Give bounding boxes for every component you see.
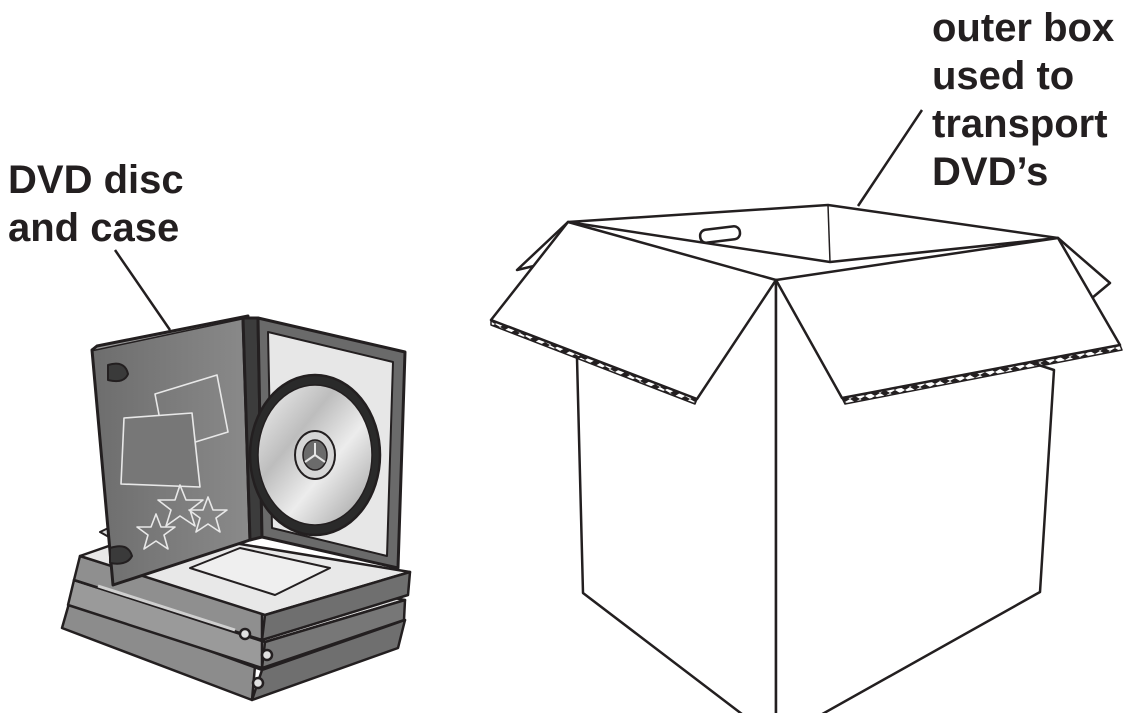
outer-box-label: outer box used to transport DVD’s (932, 4, 1114, 196)
box-label-line-4: DVD’s (932, 148, 1114, 196)
cardboard-box (491, 205, 1122, 713)
dvd-label-line-1: DVD disc (8, 156, 184, 204)
dvd-disc (250, 375, 380, 535)
box-label-line-2: used to (932, 52, 1114, 100)
box-label-line-1: outer box (932, 4, 1114, 52)
dvd-label-line-2: and case (8, 204, 184, 252)
box-label-line-3: transport (932, 100, 1114, 148)
dvd-disc-and-case-label: DVD disc and case (8, 156, 184, 252)
box-leader-line (858, 110, 922, 206)
dvd-leader-line (115, 250, 170, 330)
